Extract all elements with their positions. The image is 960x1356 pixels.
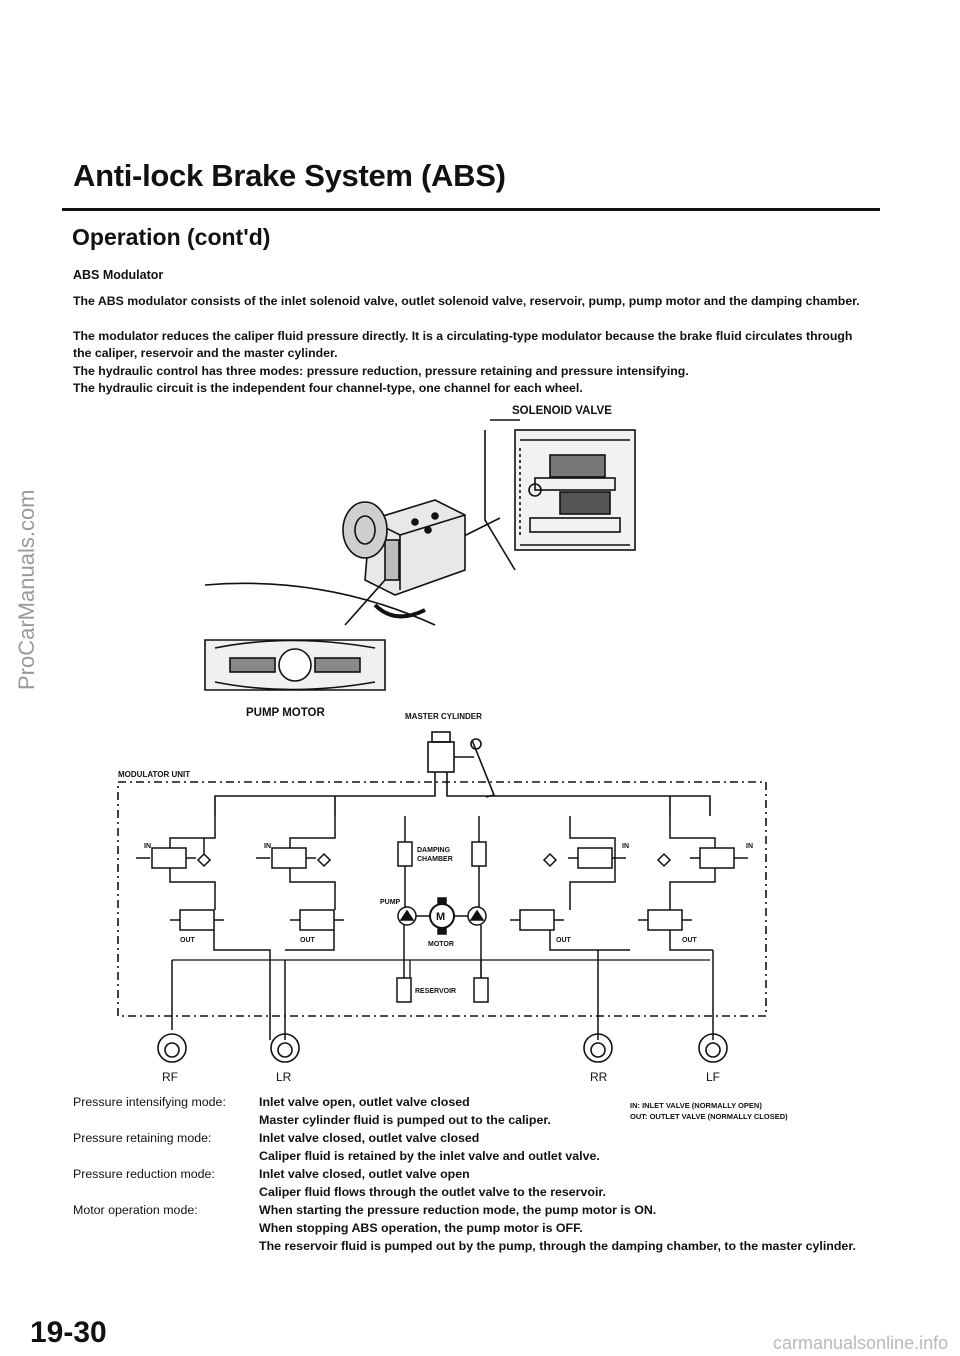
reservoir-label: RESERVOIR (415, 988, 456, 995)
legend-out: OUT: OUTLET VALVE (NORMALLY CLOSED) (630, 1112, 788, 1121)
motor-symbol: M (436, 911, 445, 923)
channel-rr (510, 816, 630, 1040)
pump-label: PUMP (380, 899, 401, 906)
out-label-rr: OUT (556, 937, 572, 944)
out-label-lf: OUT (682, 937, 698, 944)
mode-line: Caliper fluid flows through the outlet v… (259, 1185, 606, 1199)
mode-line: When stopping ABS operation, the pump mo… (259, 1221, 583, 1235)
paragraph-3: The hydraulic control has three modes: p… (73, 364, 689, 378)
page-title: Anti-lock Brake System (ABS) (73, 158, 506, 193)
mode-line: Caliper fluid is retained by the inlet v… (259, 1149, 600, 1163)
in-label-rr: IN (622, 843, 629, 850)
in-label-lr: IN (264, 843, 271, 850)
motor-label: MOTOR (428, 941, 454, 948)
wheel-label-rf: RF (162, 1070, 178, 1084)
mode-pressure-reduction: Pressure reduction mode: Inlet valve clo… (73, 1165, 873, 1201)
abs-modulator-illustration: SOLENOID VALVE PUMP MOTOR (204, 405, 636, 719)
page-number: 19-30 (30, 1316, 107, 1349)
damping-chamber-label-2: CHAMBER (417, 856, 453, 863)
paragraph-4: The hydraulic circuit is the independent… (73, 381, 583, 395)
wheel-calipers (157, 1033, 728, 1063)
mode-line: Master cylinder fluid is pumped out to t… (259, 1113, 551, 1127)
mode-motor-operation: Motor operation mode: When starting the … (73, 1201, 873, 1255)
modulator-unit-label: MODULATOR UNIT (118, 770, 191, 779)
channel-lr (256, 816, 344, 1040)
mode-line: When starting the pressure reduction mod… (259, 1203, 657, 1217)
channel-rf (136, 816, 271, 1040)
legend-in: IN: INLET VALVE (NORMALLY OPEN) (630, 1101, 762, 1110)
valve-legend: IN: INLET VALVE (NORMALLY OPEN) OUT: OUT… (630, 1100, 788, 1122)
wheel-label-lf: LF (706, 1070, 721, 1084)
mode-name: Pressure reduction mode: (73, 1167, 215, 1181)
wheel-label-rr: RR (590, 1070, 608, 1084)
mode-pressure-retaining: Pressure retaining mode: Inlet valve clo… (73, 1129, 873, 1165)
abs-modulator-heading: ABS Modulator (73, 268, 164, 282)
in-label-rf: IN (144, 843, 151, 850)
title-divider (62, 208, 880, 211)
footer-url: carmanualsonline.info (773, 1333, 949, 1353)
mode-name: Motor operation mode: (73, 1203, 198, 1217)
mode-line: Inlet valve open, outlet valve closed (259, 1095, 470, 1109)
damping-chamber-label-1: DAMPING (417, 847, 451, 854)
out-label-lr: OUT (300, 937, 316, 944)
master-cylinder-label: MASTER CYLINDER (405, 712, 482, 721)
solenoid-valve-label: SOLENOID VALVE (512, 405, 612, 417)
mode-line: Inlet valve closed, outlet valve closed (259, 1131, 480, 1145)
mode-name: Pressure intensifying mode: (73, 1095, 226, 1109)
wheel-label-lr: LR (276, 1070, 292, 1084)
out-label-rf: OUT (180, 937, 196, 944)
mode-line: Inlet valve closed, outlet valve open (259, 1167, 470, 1181)
mode-line: The reservoir fluid is pumped out by the… (259, 1239, 856, 1253)
mode-descriptions: Pressure intensifying mode: Inlet valve … (73, 1093, 873, 1255)
pump-assembly (396, 816, 489, 1003)
paragraph-2: The modulator reduces the caliper fluid … (73, 329, 853, 360)
section-subtitle: Operation (cont'd) (72, 224, 271, 250)
pump-motor-label: PUMP MOTOR (246, 707, 325, 719)
hydraulic-circuit-diagram: IN IN IN IN OUT OUT OUT OUT DAMPING CHAM… (117, 731, 767, 1063)
watermark: ProCarManuals.com (14, 489, 39, 690)
in-label-lf: IN (746, 843, 753, 850)
paragraph-1: The ABS modulator consists of the inlet … (73, 294, 860, 308)
channel-lf (638, 816, 748, 1040)
mode-pressure-intensifying: Pressure intensifying mode: Inlet valve … (73, 1093, 873, 1129)
mode-name: Pressure retaining mode: (73, 1131, 212, 1145)
